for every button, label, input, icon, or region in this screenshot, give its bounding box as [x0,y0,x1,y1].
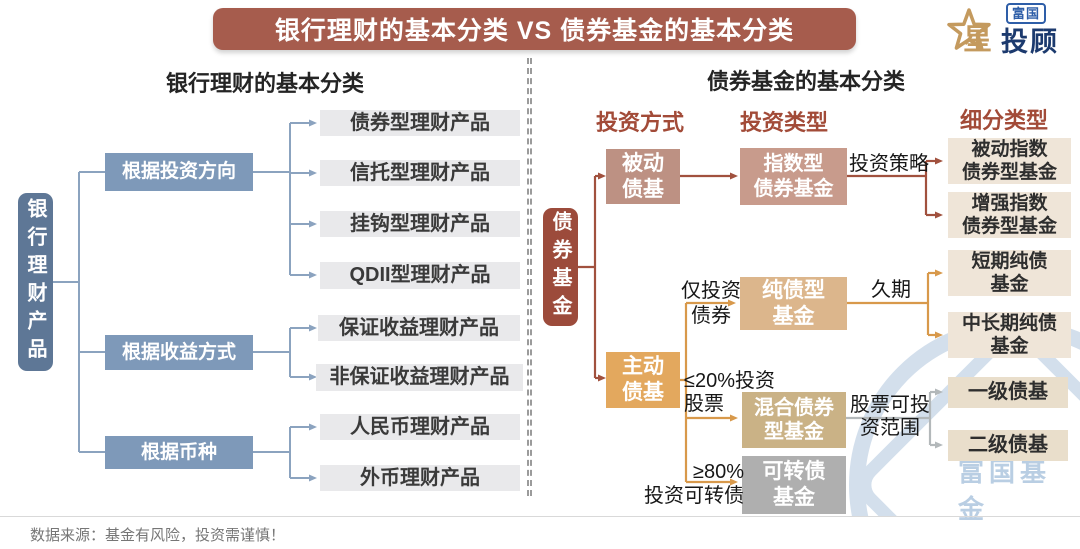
title-banner: 银行理财的基本分类 VS 债券基金的基本分类 [213,8,856,50]
node-enhanced-index-bond-fund: 增强指数 债券型基金 [948,192,1071,238]
logo-name: 投顾 [1001,27,1059,57]
node-index-bond-fund: 指数型 债券基金 [740,148,847,205]
node-short-term-pure-bond-fund: 短期纯债 基金 [948,250,1071,296]
logo-star-char: 星 [963,24,993,56]
node-mid-long-term-pure-bond-fund: 中长期纯债 基金 [948,312,1071,358]
node-mixed-bond-fund: 混合债券 型基金 [742,392,846,448]
column-header-investment-method: 投资方式 [596,110,685,135]
footer-divider [0,516,1080,517]
node-pure-bond-fund: 纯债型 基金 [740,277,847,330]
node-passive-bond-fund: 被动 债基 [606,149,680,204]
watermark-text: 富国基金 [958,457,1052,524]
node-by-investment-direction: 根据投资方向 [105,153,253,191]
section-divider [527,58,532,496]
node-passive-index-bond-fund: 被动指数 债券型基金 [948,138,1071,184]
node-active-bond-fund: 主动 债基 [606,352,680,408]
left-section-header: 银行理财的基本分类 [166,71,365,96]
node-rmb-product: 人民币理财产品 [320,414,520,440]
node-guaranteed-income-product: 保证收益理财产品 [318,315,520,341]
edge-label-le20-percent-stocks: ≤20%投资 股票 [684,370,776,415]
edge-label-only-invest-bonds: 仅投资 债券 [681,280,741,327]
node-by-currency: 根据币种 [105,436,253,469]
edge-label-duration: 久期 [871,279,911,301]
node-convertible-bond-fund: 可转债 基金 [742,456,846,514]
node-foreign-currency-product: 外币理财产品 [320,465,520,491]
edge-label-investment-strategy: 投资策略 [849,153,929,175]
node-bond-type-product: 债券型理财产品 [320,110,520,136]
logo-badge: 富国 [1006,3,1047,24]
node-qdii-type-product: QDII型理财产品 [320,262,520,289]
node-primary-bond-fund: 一级债基 [948,377,1068,408]
column-header-subdivision-type: 细分类型 [960,108,1049,133]
edge-label-ge80-percent-convertibles: ≥80% 投资可转债 [644,461,744,507]
node-bond-fund-root: 债券基金 [543,208,578,326]
column-header-investment-type: 投资类型 [740,110,829,135]
node-by-income-method: 根据收益方式 [105,335,253,370]
footer-disclaimer: 数据来源：基金有风险，投资需谨慎！ [30,527,286,544]
node-secondary-bond-fund: 二级债基 [948,430,1068,461]
node-trust-type-product: 信托型理财产品 [320,160,520,186]
star-icon [947,8,991,50]
node-non-guaranteed-income-product: 非保证收益理财产品 [316,364,523,391]
edge-label-stock-investment-range: 股票可投 资范围 [850,394,930,439]
brand-logo: 星 富国 投顾 [946,3,1078,57]
right-section-header: 债券基金的基本分类 [707,69,906,94]
node-bank-wealth-products: 银行理财产品 [18,193,53,371]
node-linked-type-product: 挂钩型理财产品 [320,211,520,237]
